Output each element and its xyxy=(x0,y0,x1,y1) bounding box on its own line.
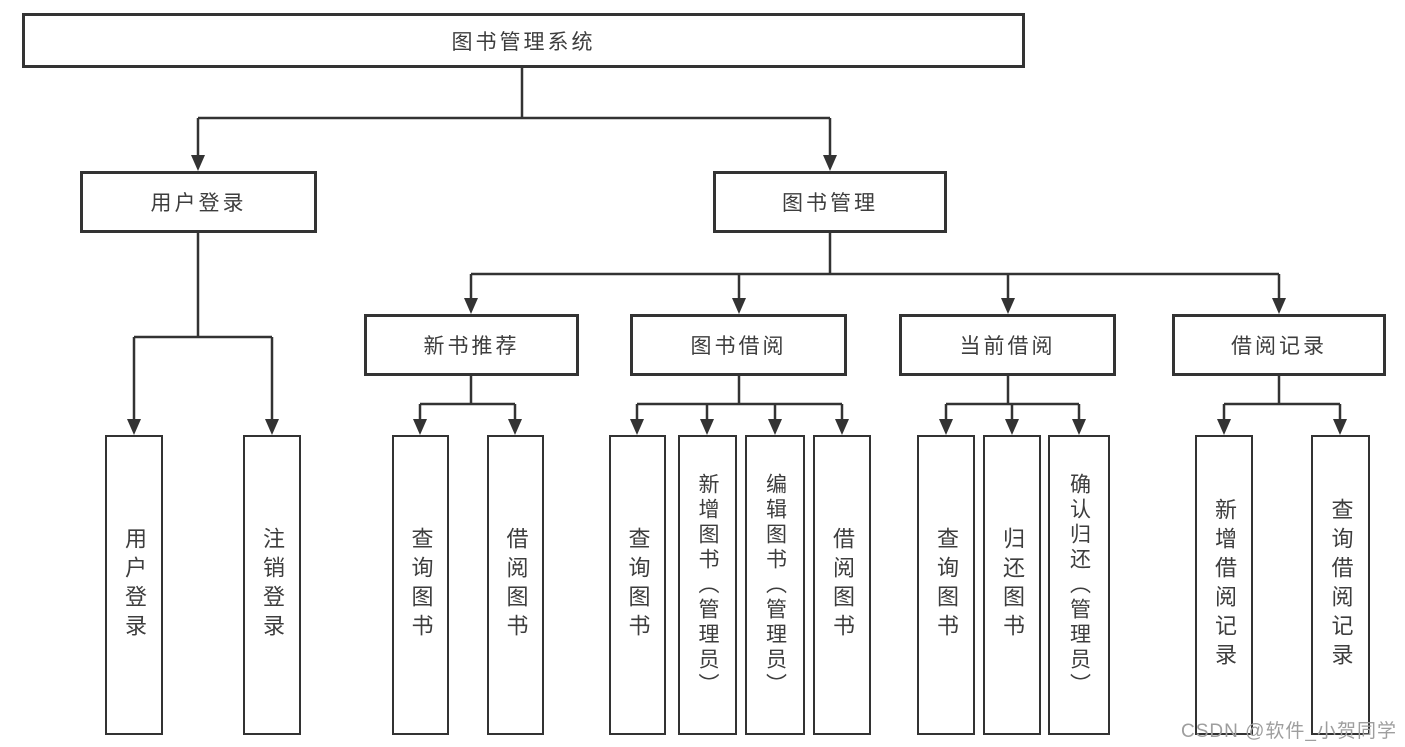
leaf-bb-query-books-label: 查询图书 xyxy=(625,527,651,643)
node-book-borrowing: 图书借阅 xyxy=(630,314,847,376)
leaf-rec-add-record: 新增借阅记录 xyxy=(1195,435,1253,735)
leaf-bb-add-books-admin-label: 新增图书（管理员） xyxy=(696,472,719,698)
leaf-bb-borrow-books: 借阅图书 xyxy=(813,435,871,735)
leaf-cb-query-books-label: 查询图书 xyxy=(934,527,959,643)
leaf-user-login-label: 用户登录 xyxy=(122,527,147,643)
leaf-rec-query-record: 查询借阅记录 xyxy=(1311,435,1370,735)
node-library-system: 图书管理系统 xyxy=(22,13,1025,68)
leaf-bb-add-books-admin: 新增图书（管理员） xyxy=(678,435,737,735)
leaf-user-login: 用户登录 xyxy=(105,435,163,735)
leaf-cb-confirm-return-admin: 确认归还（管理员） xyxy=(1048,435,1110,735)
leaf-logout-label: 注销登录 xyxy=(260,527,285,643)
leaf-cb-return-books: 归还图书 xyxy=(983,435,1041,735)
leaf-cb-query-books: 查询图书 xyxy=(917,435,975,735)
leaf-cb-confirm-return-admin-label: 确认归还（管理员） xyxy=(1067,472,1091,698)
leaf-bb-edit-books-admin-label: 编辑图书（管理员） xyxy=(763,472,787,698)
leaf-nbr-query-books-label: 查询图书 xyxy=(408,527,434,643)
leaf-cb-return-books-label: 归还图书 xyxy=(1000,527,1025,643)
leaf-logout: 注销登录 xyxy=(243,435,301,735)
node-borrowing-records: 借阅记录 xyxy=(1172,314,1386,376)
leaf-bb-edit-books-admin: 编辑图书（管理员） xyxy=(745,435,805,735)
leaf-bb-query-books: 查询图书 xyxy=(609,435,666,735)
leaf-nbr-query-books: 查询图书 xyxy=(392,435,449,735)
node-new-book-recommend: 新书推荐 xyxy=(364,314,579,376)
node-book-management: 图书管理 xyxy=(713,171,947,233)
node-user-login: 用户登录 xyxy=(80,171,317,233)
leaf-rec-query-record-label: 查询借阅记录 xyxy=(1328,498,1354,672)
node-current-borrowing: 当前借阅 xyxy=(899,314,1116,376)
leaf-bb-borrow-books-label: 借阅图书 xyxy=(830,527,855,643)
leaf-nbr-borrow-books-label: 借阅图书 xyxy=(503,527,529,643)
watermark: CSDN @软件_小贺同学 xyxy=(1181,721,1397,742)
leaf-nbr-borrow-books: 借阅图书 xyxy=(487,435,544,735)
leaf-rec-add-record-label: 新增借阅记录 xyxy=(1212,498,1237,672)
